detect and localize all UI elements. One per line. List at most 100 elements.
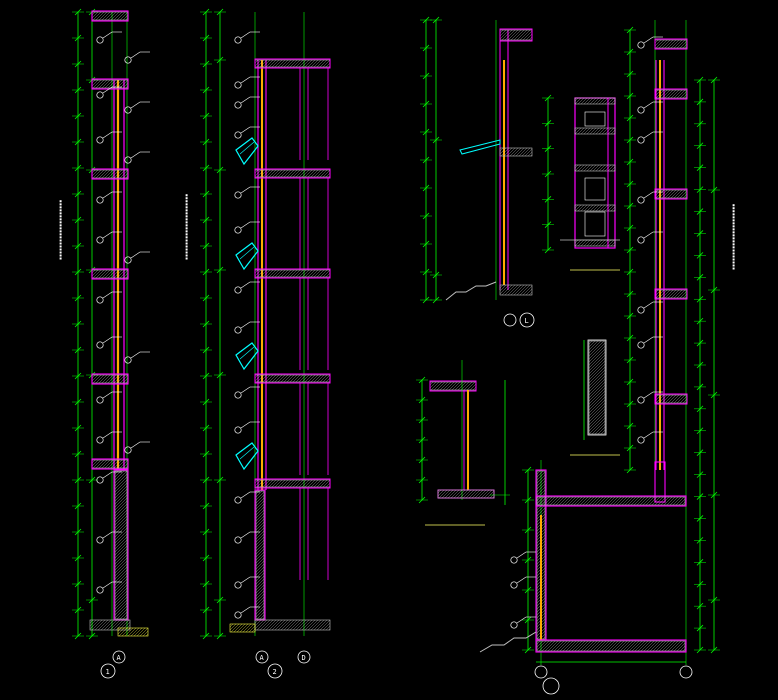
hatch-stroke	[512, 147, 522, 157]
hatch-stroke	[280, 59, 289, 68]
hatch-stroke	[304, 269, 313, 278]
hatch-stroke	[562, 640, 574, 652]
floor-slab-outline	[91, 168, 129, 180]
hatch-stroke	[606, 496, 616, 506]
annotation-tag	[234, 31, 260, 44]
hatch-stroke	[516, 29, 528, 41]
hatch-stroke	[254, 479, 262, 487]
hatch-stroke	[310, 479, 319, 488]
hatch-stroke	[448, 381, 458, 391]
tag-leader	[240, 221, 251, 229]
hatch-stroke	[574, 164, 582, 172]
hatch-stroke	[114, 485, 128, 499]
hatch-stroke	[654, 39, 662, 47]
hatch-stroke	[322, 479, 331, 488]
ground-slab	[254, 619, 331, 631]
hatch-stroke	[114, 473, 128, 487]
hatch-stroke	[588, 357, 606, 375]
hatch-stroke	[104, 374, 114, 384]
floor-slab-outline	[654, 288, 688, 300]
annotation-tag	[637, 191, 663, 204]
hatch-stroke	[133, 627, 143, 637]
hatch-stroke	[256, 169, 265, 178]
hatch-stroke	[588, 496, 598, 506]
hatch-stroke	[125, 617, 128, 620]
hatch-stroke	[298, 169, 307, 178]
hatch-stroke	[536, 470, 544, 478]
hatch-stroke	[280, 479, 289, 488]
hatch-stroke	[295, 479, 304, 488]
hatch-stroke	[255, 581, 265, 591]
hatch-stroke	[676, 394, 686, 404]
tag-bubble	[637, 236, 645, 244]
hatch-stroke	[463, 381, 473, 391]
hatch-stroke	[679, 645, 686, 652]
annotation-tag	[234, 321, 260, 334]
hatch-stroke	[522, 30, 533, 41]
hatch-stroke	[658, 89, 668, 99]
hatch-stroke	[100, 619, 112, 631]
hatch-stroke	[301, 619, 313, 631]
hatch-stroke	[613, 244, 616, 247]
podium-slab-outline	[535, 495, 687, 507]
hatch-stroke	[597, 426, 606, 435]
section-1-title-bubble	[100, 663, 116, 679]
tag-leader	[130, 441, 141, 449]
hatch-stroke	[553, 640, 565, 652]
inner-dimension-chain	[214, 8, 226, 640]
detail-awning	[459, 139, 501, 155]
hatch-stroke	[588, 372, 606, 390]
hatch-stroke	[114, 602, 128, 616]
fragment-window	[584, 111, 606, 127]
hatch-stroke	[307, 619, 319, 631]
hatch-stroke	[113, 459, 123, 469]
hatch-stroke	[114, 500, 128, 514]
fragment-slab	[574, 204, 616, 212]
hatch-stroke	[255, 569, 265, 579]
hatch-stroke	[274, 269, 283, 278]
hatch-stroke	[104, 11, 114, 21]
hatch-stroke	[679, 290, 688, 299]
section-1-axis-bubble	[112, 650, 126, 664]
hatch-stroke	[654, 394, 662, 402]
hatch-stroke	[283, 479, 292, 488]
hatch-stroke	[277, 479, 286, 488]
tag-bubble	[124, 56, 132, 64]
hatch-stroke	[577, 640, 589, 652]
hatch-stroke	[607, 127, 615, 135]
annotation-tag	[124, 251, 150, 264]
node-wall-outline	[587, 339, 607, 436]
hatch-stroke	[107, 169, 117, 179]
tag-leader	[516, 551, 527, 559]
hatch-stroke	[110, 459, 120, 469]
hatch-stroke	[592, 127, 600, 135]
hatch-stroke	[592, 640, 604, 652]
annotation-tag	[234, 281, 260, 294]
hatch-stroke	[536, 474, 546, 484]
awning-rib	[239, 246, 255, 260]
tag-bubble	[96, 136, 104, 144]
hatch-stroke	[530, 154, 533, 157]
hatch-stroke	[521, 147, 531, 157]
hatch-stroke	[466, 381, 476, 391]
hatch-stroke	[118, 627, 128, 637]
hatch-stroke	[124, 627, 134, 637]
annotation-tag	[234, 126, 260, 139]
hatch-stroke	[525, 33, 533, 41]
hatch-stroke	[89, 619, 100, 630]
hatch-stroke	[499, 147, 504, 152]
hatch-stroke	[265, 269, 274, 278]
hatch-stroke	[492, 496, 495, 499]
hatch-stroke	[254, 269, 262, 277]
hatch-stroke	[663, 496, 673, 506]
hatch-stroke	[536, 483, 546, 493]
hatch-stroke	[95, 79, 105, 89]
hatch-stroke	[574, 640, 586, 652]
tag-bubble	[124, 156, 132, 164]
hatch-stroke	[98, 79, 108, 89]
hatch-stroke	[116, 79, 126, 89]
hatch-stroke	[583, 239, 591, 247]
hatch-stroke	[114, 488, 128, 502]
hatch-stroke	[588, 390, 606, 408]
hatch-stroke	[310, 619, 322, 631]
